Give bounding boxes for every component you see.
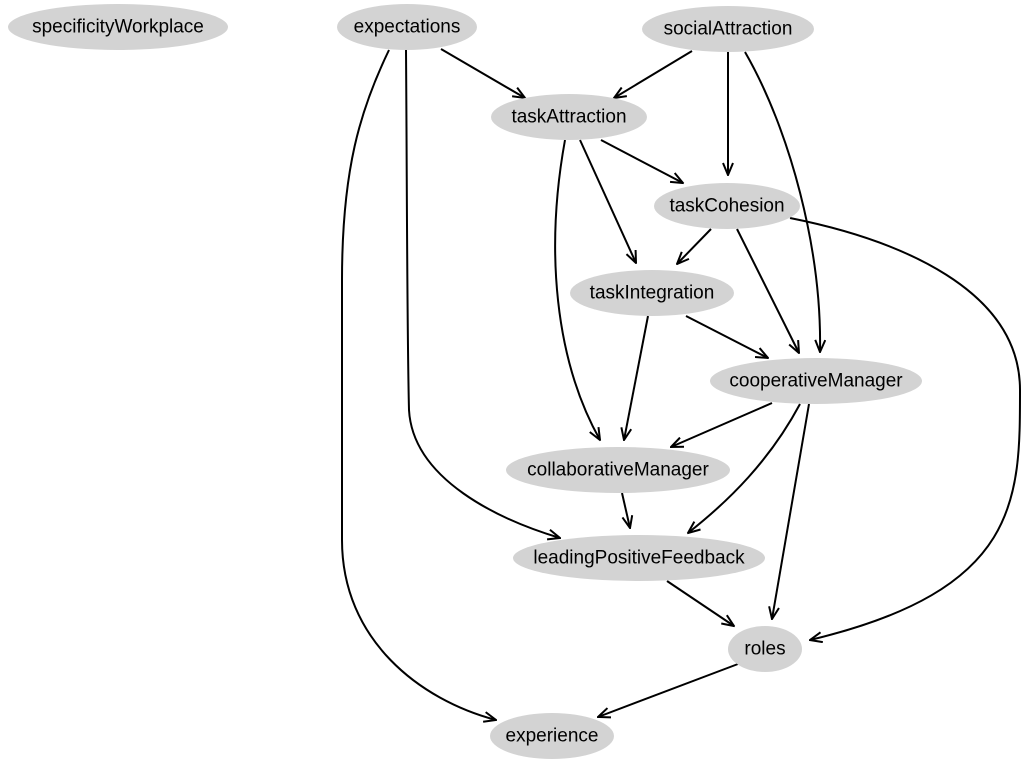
node-expectations: expectations bbox=[337, 4, 477, 50]
node-label-leadingPositiveFeedback: leadingPositiveFeedback bbox=[533, 548, 745, 569]
edge-taskAttraction-to-taskIntegration bbox=[579, 139, 636, 263]
node-ellipse-taskAttraction bbox=[491, 94, 647, 140]
node-ellipse-expectations bbox=[337, 4, 477, 50]
edge-taskCohesion-to-taskIntegration bbox=[677, 228, 712, 264]
edge-roles-to-experience bbox=[598, 663, 739, 717]
node-label-taskAttraction: taskAttraction bbox=[511, 107, 626, 128]
node-label-taskIntegration: taskIntegration bbox=[590, 283, 715, 304]
edge-expectations-to-leadingPositiveFeedback bbox=[405, 49, 560, 538]
node-taskAttraction: taskAttraction bbox=[491, 94, 647, 140]
edge-cooperativeManager-to-leadingPositiveFeedback bbox=[688, 403, 801, 533]
edges-layer bbox=[341, 48, 1022, 720]
node-label-roles: roles bbox=[744, 639, 785, 660]
edge-leadingPositiveFeedback-to-roles bbox=[666, 580, 734, 626]
node-ellipse-socialAttraction bbox=[642, 6, 814, 52]
node-label-collaborativeManager: collaborativeManager bbox=[527, 460, 709, 481]
nodes-layer: specificityWorkplace expectations socialAt… bbox=[8, 4, 922, 759]
node-cooperativeManager: cooperativeManager bbox=[710, 358, 922, 404]
node-ellipse-specificityWorkplace bbox=[8, 4, 228, 50]
edge-expectations-to-experience bbox=[341, 49, 496, 720]
node-label-taskCohesion: taskCohesion bbox=[669, 196, 784, 217]
edge-taskIntegration-to-collaborativeManager bbox=[624, 315, 649, 440]
node-ellipse-roles bbox=[728, 626, 802, 672]
node-label-specificityWorkplace: specificityWorkplace bbox=[32, 17, 204, 38]
edge-collaborativeManager-to-leadingPositiveFeedback bbox=[621, 492, 630, 528]
node-ellipse-taskIntegration bbox=[570, 270, 734, 316]
node-label-socialAttraction: socialAttraction bbox=[664, 19, 793, 40]
edge-taskCohesion-to-roles bbox=[789, 217, 1022, 640]
node-leadingPositiveFeedback: leadingPositiveFeedback bbox=[513, 535, 765, 581]
node-ellipse-cooperativeManager bbox=[710, 358, 922, 404]
edge-cooperativeManager-to-collaborativeManager bbox=[671, 402, 773, 447]
node-ellipse-experience bbox=[490, 713, 614, 759]
node-label-cooperativeManager: cooperativeManager bbox=[729, 371, 903, 392]
node-ellipse-collaborativeManager bbox=[506, 447, 730, 493]
node-ellipse-taskCohesion bbox=[654, 183, 800, 229]
node-specificityWorkplace: specificityWorkplace bbox=[8, 4, 228, 50]
edge-socialAttraction-to-cooperativeManager bbox=[744, 51, 820, 352]
node-roles: roles bbox=[728, 626, 802, 672]
node-taskIntegration: taskIntegration bbox=[570, 270, 734, 316]
node-label-experience: experience bbox=[506, 726, 599, 747]
edge-cooperativeManager-to-roles bbox=[772, 403, 810, 619]
edge-taskAttraction-to-taskCohesion bbox=[600, 139, 683, 183]
edge-socialAttraction-to-taskAttraction bbox=[614, 50, 693, 98]
edge-taskIntegration-to-cooperativeManager bbox=[685, 315, 768, 358]
node-socialAttraction: socialAttraction bbox=[642, 6, 814, 52]
node-experience: experience bbox=[490, 713, 614, 759]
node-label-expectations: expectations bbox=[354, 17, 461, 38]
node-ellipse-leadingPositiveFeedback bbox=[513, 535, 765, 581]
edge-taskCohesion-to-cooperativeManager bbox=[736, 228, 799, 353]
node-collaborativeManager: collaborativeManager bbox=[506, 447, 730, 493]
edge-expectations-to-taskAttraction bbox=[440, 48, 525, 98]
node-taskCohesion: taskCohesion bbox=[654, 183, 800, 229]
edge-taskAttraction-to-collaborativeManager bbox=[554, 139, 600, 440]
